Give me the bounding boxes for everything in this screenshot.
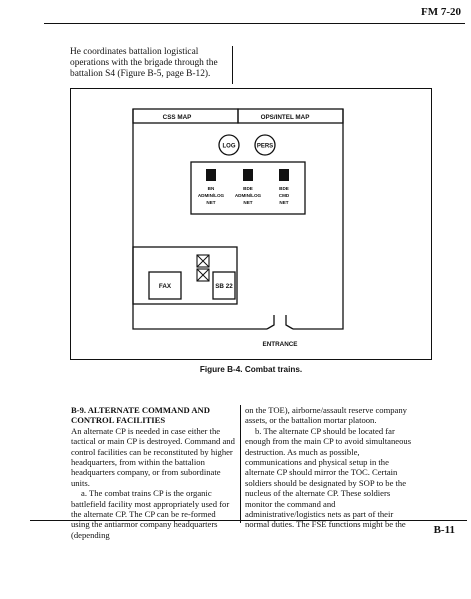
right-paragraph-2: b. The alternate CP should be located fa…: [245, 425, 412, 530]
column-divider: [240, 405, 241, 523]
outline-right-wall: [293, 109, 344, 330]
crate-icon-lower: [196, 268, 210, 282]
radio-2-line1: BDE: [243, 186, 253, 191]
footer-rule: [30, 520, 467, 521]
radio-1-line3: NET: [206, 200, 215, 205]
entrance-door-right: [285, 315, 294, 330]
left-column: B-9. ALTERNATE COMMAND AND CONTROL FACIL…: [71, 405, 235, 540]
radio-3-line3: NET: [279, 200, 288, 205]
left-paragraph-2: a. The combat trains CP is the organic b…: [71, 488, 230, 540]
radio-bn-admin-log-icon: [206, 169, 216, 181]
right-paragraph-1: on the TOE), airborne/assault reserve co…: [245, 405, 407, 426]
radio-1-line1: BN: [208, 186, 215, 191]
header-rule: [44, 23, 465, 24]
sb22-switchboard-box: [212, 271, 236, 300]
crate-icon-upper: [196, 254, 210, 268]
page-number: B-11: [433, 524, 455, 536]
outline-left-wall: [132, 109, 267, 330]
equipment-bench: [132, 246, 238, 305]
pers-seat-label: PERS: [257, 144, 273, 150]
crate-icon-lower-diag2: [196, 268, 210, 282]
right-column: on the TOE), airborne/assault reserve co…: [245, 405, 415, 530]
left-paragraph-1: An alternate CP is needed in case either…: [71, 425, 235, 488]
fax-label: FAX: [159, 283, 172, 290]
radio-2-line2: ADMIN/LOG: [235, 193, 262, 198]
pers-seat-circle: [254, 134, 276, 156]
manual-id: FM 7-20: [420, 6, 461, 18]
radio-2-line3: NET: [243, 200, 252, 205]
entrance-door-left: [266, 315, 275, 330]
entrance-label: ENTRANCE: [263, 341, 298, 348]
log-seat-circle: [218, 134, 240, 156]
css-map-label: CSS MAP: [163, 114, 192, 121]
radio-1-line2: ADMIN/LOG: [198, 193, 225, 198]
radio-3-line1: BDE: [279, 186, 289, 191]
radio-bde-admin-log-icon: [243, 169, 253, 181]
intro-paragraph: He coordinates battalion logistical oper…: [70, 47, 218, 79]
combat-trains-figure: CSS MAP OPS/INTEL MAP LOG PERS BN ADMIN/…: [70, 88, 432, 360]
ops-intel-map-label: OPS/INTEL MAP: [261, 114, 310, 121]
sb22-label: SB 22: [215, 283, 233, 290]
section-title-line1: B-9. ALTERNATE COMMAND AND: [71, 405, 210, 415]
fax-machine-box: [148, 271, 182, 300]
log-seat-label: LOG: [223, 144, 236, 150]
radio-bde-cmd-icon: [279, 169, 289, 181]
radio-3-line2: CMD: [279, 193, 290, 198]
section-title-line2: CONTROL FACILITIES: [71, 415, 166, 426]
figure-caption: Figure B-4. Combat trains.: [199, 365, 303, 374]
combat-trains-diagram: CSS MAP OPS/INTEL MAP LOG PERS BN ADMIN/…: [132, 108, 344, 348]
ops-intel-map-board: [237, 108, 344, 124]
change-bar: [232, 46, 233, 84]
crate-icon-upper-diag2: [196, 254, 210, 268]
radio-station-box: [190, 161, 306, 215]
